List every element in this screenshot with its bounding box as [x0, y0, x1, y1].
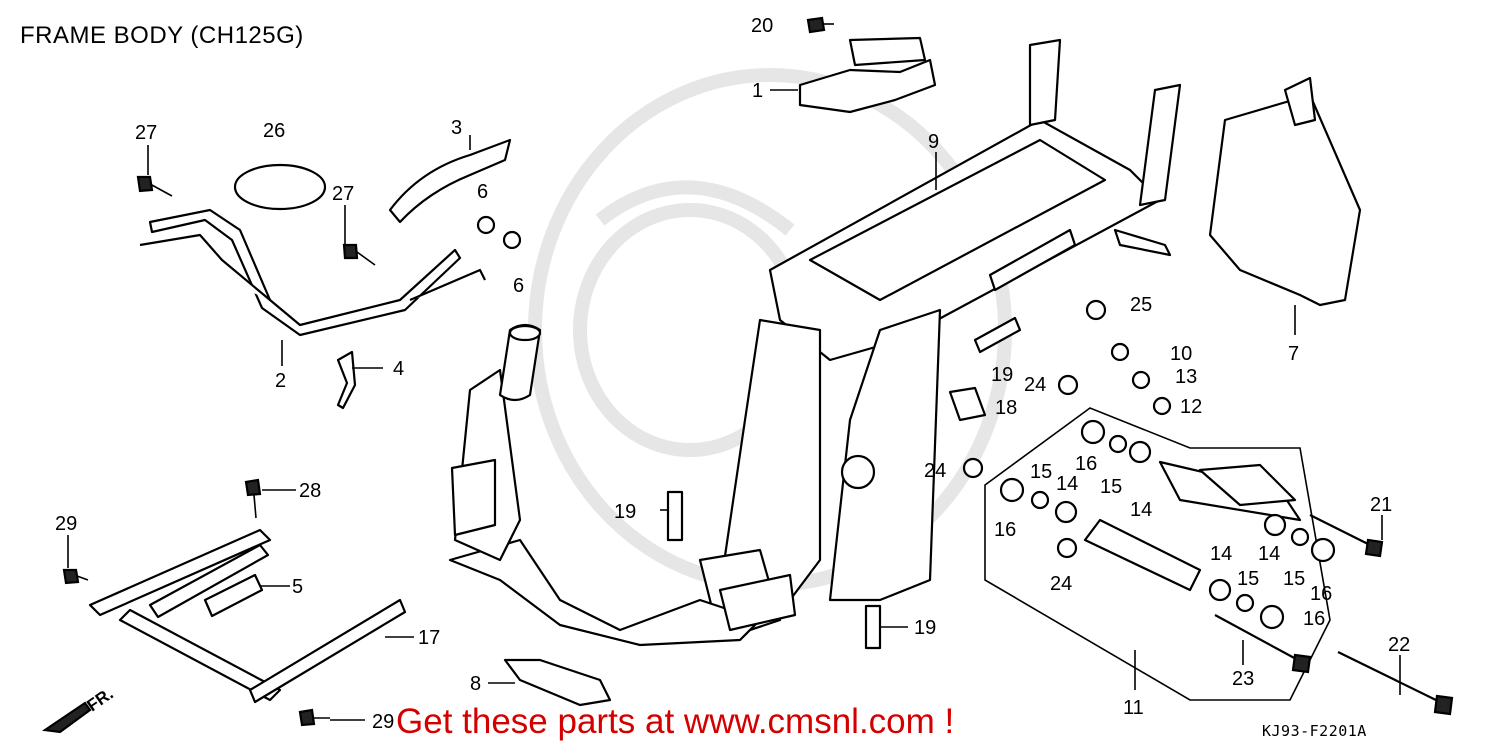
callout-16d: 16	[1303, 608, 1325, 630]
callout-24b: 24	[924, 460, 946, 482]
rubber-blocks[interactable]	[666, 316, 1022, 650]
hose-part[interactable]	[388, 138, 512, 224]
callout-16c: 16	[1310, 583, 1332, 605]
callout-2: 2	[275, 370, 286, 392]
leader-lines	[67, 89, 1401, 721]
callout-15c: 15	[1237, 568, 1259, 590]
pipe-part[interactable]	[139, 208, 486, 337]
callout-22: 22	[1388, 634, 1410, 656]
callout-19b: 19	[614, 501, 636, 523]
callout-10: 10	[1170, 343, 1192, 365]
callout-18: 18	[995, 397, 1017, 419]
callout-24c: 24	[1050, 573, 1072, 595]
main-frame-part[interactable]	[448, 38, 1182, 647]
callout-29b: 29	[372, 711, 394, 733]
callout-15a: 15	[1100, 476, 1122, 498]
front-arrow: FR.	[41, 684, 117, 734]
strip-part[interactable]	[203, 573, 264, 618]
callout-7: 7	[1288, 343, 1299, 365]
callout-12: 12	[1180, 396, 1202, 418]
callout-numbers: 1 2 3 4 5 6 6 7 8 9 10 11 12 13 14 14 14…	[55, 15, 1410, 733]
callout-26: 26	[263, 120, 285, 142]
callout-15d: 15	[1283, 568, 1305, 590]
callout-27a: 27	[135, 122, 157, 144]
callout-9: 9	[928, 131, 939, 153]
callout-11: 11	[1123, 697, 1144, 719]
bolts[interactable]	[62, 16, 1454, 727]
callout-29a: 29	[55, 513, 77, 535]
callout-13: 13	[1175, 366, 1197, 388]
callout-19c: 19	[914, 617, 936, 639]
callout-28: 28	[299, 480, 321, 502]
callout-14d: 14	[1258, 543, 1280, 565]
plate-part[interactable]	[503, 658, 612, 707]
callout-17: 17	[418, 627, 440, 649]
swing-arm-assembly[interactable]	[984, 407, 1331, 701]
callout-3: 3	[451, 117, 462, 139]
callout-8: 8	[470, 673, 481, 695]
callout-14b: 14	[1056, 473, 1078, 495]
callout-6b: 6	[513, 275, 524, 297]
callout-24a: 24	[1024, 374, 1046, 396]
page-title: FRAME BODY (CH125G)	[20, 22, 304, 49]
callout-25: 25	[1130, 294, 1152, 316]
callout-15b: 15	[1030, 461, 1052, 483]
bushings[interactable]	[476, 215, 1336, 630]
clip-part[interactable]	[336, 350, 357, 410]
band-part[interactable]	[233, 163, 327, 211]
diagram-code: KJ93-F2201A	[1262, 722, 1367, 740]
promo-link[interactable]: Get these parts at www.cmsnl.com !	[396, 702, 955, 741]
callout-4: 4	[393, 358, 404, 380]
callout-14a: 14	[1130, 499, 1152, 521]
stand-frame-part[interactable]	[88, 528, 407, 704]
callout-16b: 16	[994, 519, 1016, 541]
callout-14c: 14	[1210, 543, 1232, 565]
callout-16a: 16	[1075, 453, 1097, 475]
callout-23: 23	[1232, 668, 1254, 690]
callout-27b: 27	[332, 183, 354, 205]
callout-6a: 6	[477, 181, 488, 203]
bracket-part[interactable]	[798, 36, 937, 114]
callout-19a: 19	[991, 364, 1013, 386]
callout-21: 21	[1370, 494, 1392, 516]
callout-20: 20	[751, 15, 773, 37]
cover-part[interactable]	[1208, 76, 1362, 307]
callout-5: 5	[292, 576, 303, 598]
callout-1: 1	[752, 80, 763, 102]
